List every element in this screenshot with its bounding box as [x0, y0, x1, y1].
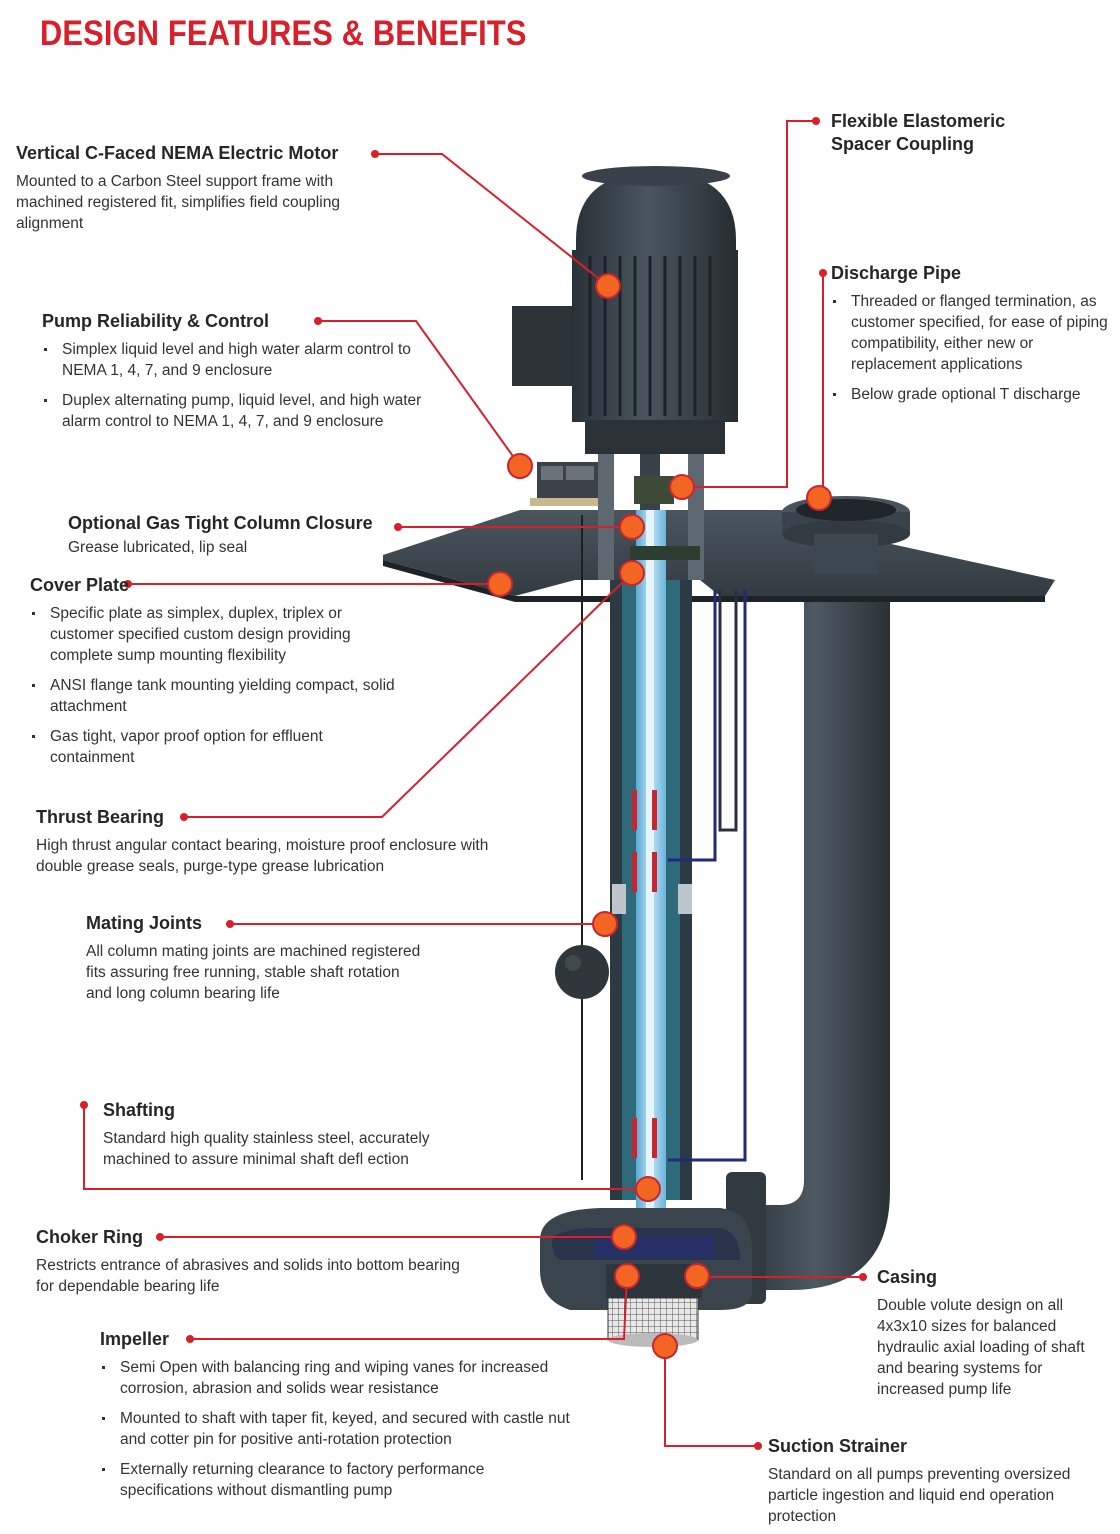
cover-marker: [487, 571, 513, 597]
mating-marker: [592, 911, 618, 937]
callout-bullets: Simplex liquid level and high water alar…: [42, 339, 422, 432]
bullet-item: Externally returning clearance to factor…: [100, 1459, 570, 1501]
casing-graphic: [540, 1208, 752, 1310]
callout-heading: Impeller: [100, 1329, 170, 1349]
strainer-marker: [652, 1333, 678, 1359]
page-title: DESIGN FEATURES & BENEFITS: [40, 14, 527, 53]
callout-heading: Cover Plate: [30, 575, 130, 595]
callout-text: Double volute design on all 4x3x10 sizes…: [877, 1297, 1085, 1398]
bullet-item: Mounted to shaft with taper fit, keyed, …: [100, 1408, 570, 1450]
strainer-graphic: [607, 1297, 699, 1347]
callout-text: All column mating joints are machined re…: [86, 943, 421, 1002]
bullet-item: Threaded or flanged termination, as cust…: [831, 291, 1111, 375]
closure-marker: [619, 514, 645, 540]
callout-heading: Pump Reliability & Control: [42, 311, 270, 331]
callout-motor: Vertical C-Faced NEMA Electric Motor Mou…: [16, 142, 366, 234]
motor-marker: [595, 273, 621, 299]
callout-impeller: Impeller Semi Open with balancing ring a…: [100, 1328, 570, 1510]
callout-choker: Choker Ring Restricts entrance of abrasi…: [36, 1226, 466, 1297]
callout-discharge: Discharge Pipe Threaded or flanged termi…: [831, 262, 1111, 414]
callout-casing: Casing Double volute design on all 4x3x1…: [877, 1266, 1109, 1400]
choker-marker: [611, 1224, 637, 1250]
motor-graphic: [512, 166, 738, 454]
casing-marker: [684, 1263, 710, 1289]
callout-heading: Discharge Pipe: [831, 263, 962, 283]
callout-text: Restricts entrance of abrasives and soli…: [36, 1257, 460, 1295]
bullet-item: Below grade optional T discharge: [831, 384, 1111, 405]
column-graphic: [610, 510, 747, 1230]
callout-bullets: Semi Open with balancing ring and wiping…: [100, 1357, 570, 1501]
callout-heading: Suction Strainer: [768, 1436, 908, 1456]
control-box-graphic: [530, 462, 606, 506]
callout-heading: Thrust Bearing: [36, 807, 165, 827]
bullet-item: Duplex alternating pump, liquid level, a…: [42, 390, 422, 432]
callout-text: Standard on all pumps preventing oversiz…: [768, 1466, 1071, 1525]
callout-text: Mounted to a Carbon Steel support frame …: [16, 173, 340, 232]
cover-plate-graphic: [383, 510, 1055, 602]
callout-thrust: Thrust Bearing High thrust angular conta…: [36, 806, 506, 877]
coupling-graphic: [630, 476, 700, 560]
callout-strainer: Suction Strainer Standard on all pumps p…: [768, 1435, 1088, 1527]
callout-cover: Cover Plate Specific plate as simplex, d…: [30, 574, 402, 777]
callout-coupling: Flexible Elastomeric Spacer Coupling: [831, 110, 1091, 156]
callout-heading: Choker Ring: [36, 1227, 144, 1247]
callout-heading: Mating Joints: [86, 913, 202, 933]
thrust-marker: [619, 560, 645, 586]
shafting-marker: [635, 1176, 661, 1202]
bullet-item: Semi Open with balancing ring and wiping…: [100, 1357, 570, 1399]
bullet-item: Specific plate as simplex, duplex, tripl…: [30, 603, 402, 666]
callout-heading: Vertical C-Faced NEMA Electric Motor: [16, 143, 339, 163]
callout-text: High thrust angular contact bearing, moi…: [36, 837, 489, 875]
impeller-marker: [614, 1263, 640, 1289]
callout-mating: Mating Joints All column mating joints a…: [86, 912, 426, 1004]
leader-endpoints: [80, 117, 867, 1450]
discharge-marker: [806, 485, 832, 511]
callout-reliability: Pump Reliability & Control Simplex liqui…: [42, 310, 422, 441]
bullet-item: Gas tight, vapor proof option for efflue…: [30, 726, 402, 768]
callout-heading: Shafting: [103, 1100, 175, 1120]
leader-lines: [83, 120, 863, 1447]
callout-heading: Optional Gas Tight Column Closure: [68, 513, 373, 533]
coupling-marker: [669, 474, 695, 500]
discharge-pipe-graphic: [726, 570, 890, 1304]
level-float-graphic: [555, 515, 609, 1180]
bullet-item: Simplex liquid level and high water alar…: [42, 339, 422, 381]
callout-heading: Flexible Elastomeric: [831, 111, 1006, 131]
callout-heading-line2: Spacer Coupling: [831, 134, 975, 154]
callout-bullets: Specific plate as simplex, duplex, tripl…: [30, 603, 402, 768]
callout-text: Grease lubricated, lip seal: [68, 539, 248, 556]
reliability-marker: [507, 453, 533, 479]
callout-closure: Optional Gas Tight Column Closure Grease…: [68, 512, 388, 558]
callout-markers: [487, 273, 832, 1359]
callout-heading: Casing: [877, 1267, 938, 1287]
callout-bullets: Threaded or flanged termination, as cust…: [831, 291, 1111, 405]
callout-shafting: Shafting Standard high quality stainless…: [103, 1099, 473, 1170]
bullet-item: ANSI flange tank mounting yielding compa…: [30, 675, 402, 717]
callout-text: Standard high quality stainless steel, a…: [103, 1130, 430, 1168]
